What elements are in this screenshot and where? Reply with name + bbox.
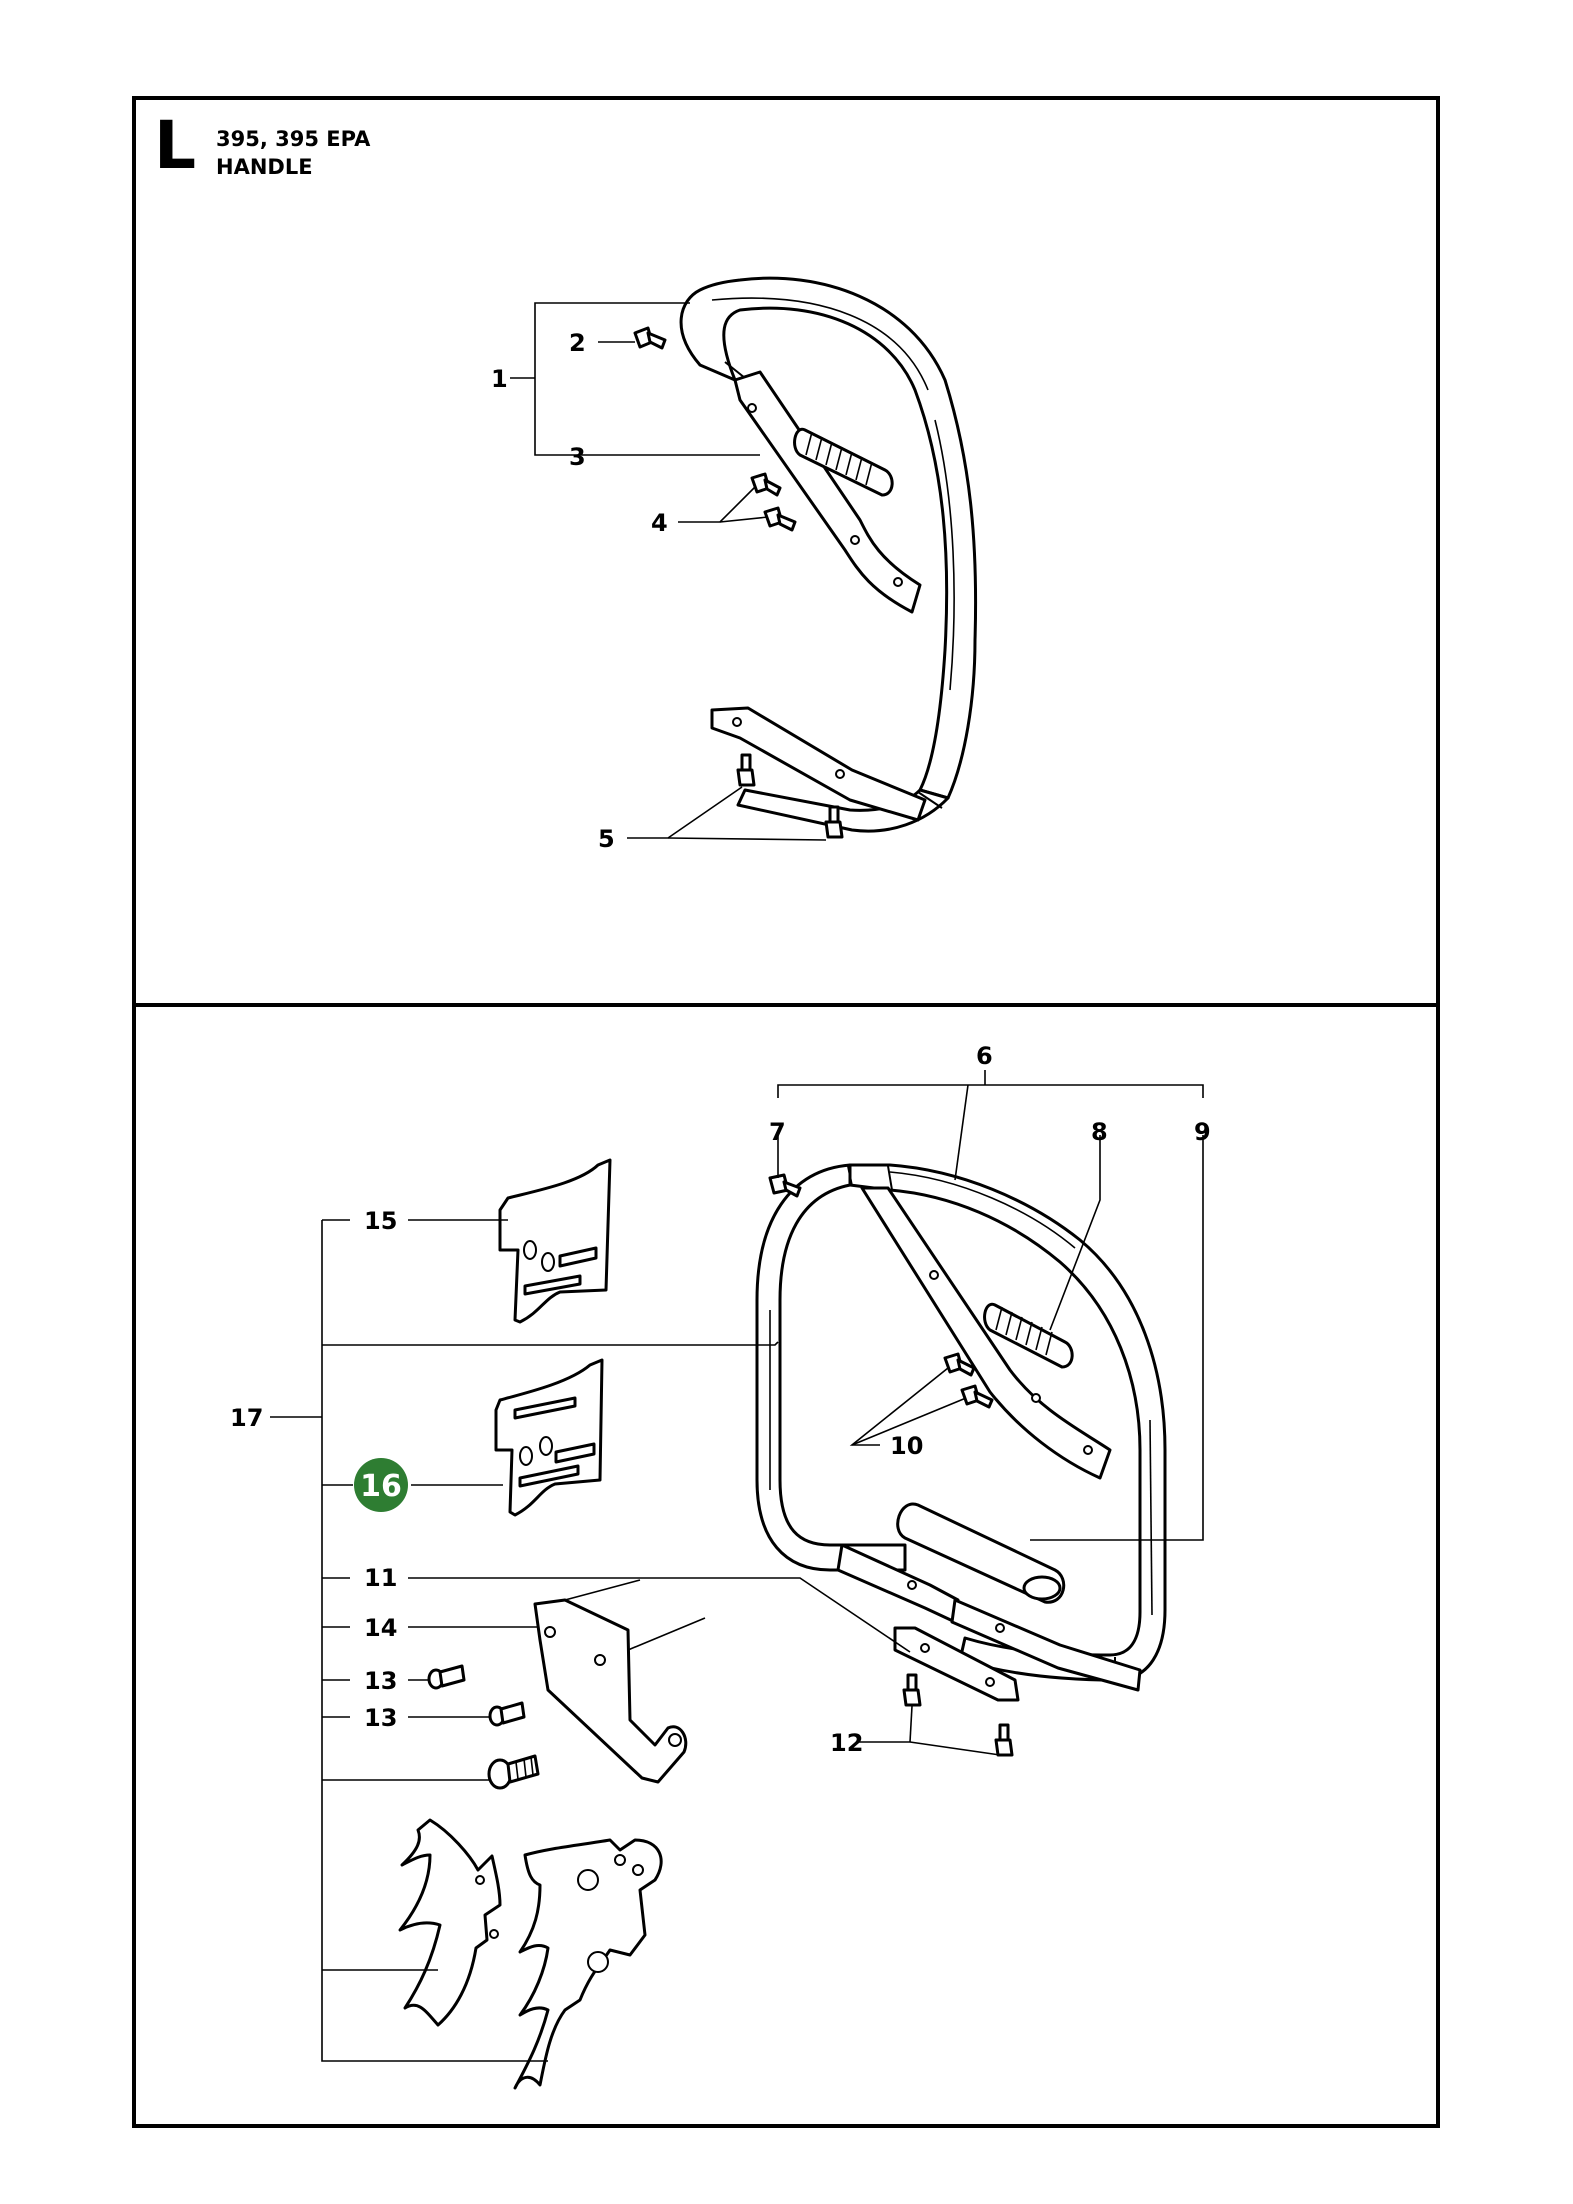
leader-11 [408,1577,911,1653]
top-handle-bar [679,276,978,833]
page-title: HANDLE [216,155,313,179]
top-screw-5a [736,753,756,787]
screw-10a [943,1352,976,1377]
leader-handle [322,1341,779,1346]
top-screw-5b [824,805,844,839]
model-label: 395, 395 EPA [216,127,371,151]
screw-13b [488,1701,526,1727]
callout-13b: 13 [364,1704,397,1732]
callout-12: 12 [830,1729,863,1757]
callout-14: 14 [364,1614,397,1642]
leader-9 [1030,1135,1204,1541]
bumper-spike-left [398,1818,502,2027]
callout-7: 7 [769,1118,786,1146]
chain-guard-plate-15 [498,1158,612,1324]
bottom-spring [983,1302,1074,1369]
callout-6: 6 [976,1042,993,1070]
screw-12b [994,1723,1014,1757]
section-letter: L [154,107,196,184]
chain-guard-plate-16 [494,1358,604,1517]
bracket-14 [533,1579,706,1784]
bottom-grip-rubber [896,1502,1066,1604]
highlight-callout-16[interactable]: 16 [354,1458,408,1512]
callout-16[interactable]: 16 [360,1469,402,1504]
callout-2: 2 [569,329,586,357]
screw-10b [960,1384,994,1409]
leader-8 [1049,1135,1101,1331]
callout-3: 3 [569,443,586,471]
callout-13a: 13 [364,1667,397,1695]
callout-1: 1 [491,365,508,393]
leader-6-bracket [777,1084,1204,1098]
bumper-spike-right [513,1838,663,2090]
callout-4: 4 [651,509,668,537]
top-bracket-upper [733,370,922,614]
callout-10: 10 [890,1432,923,1460]
top-spring [793,427,894,497]
leader-5 [627,786,743,839]
screw-12a [902,1673,922,1707]
callout-17: 17 [230,1404,263,1432]
callout-5: 5 [598,825,615,853]
top-screw-4b [763,506,797,532]
callout-9: 9 [1194,1118,1211,1146]
callout-8: 8 [1091,1118,1108,1146]
screw-bottom-large [487,1754,540,1790]
bottom-clamp [893,1626,1020,1702]
bottom-bracket-lower [836,1543,1142,1692]
top-bracket-lower [710,706,927,822]
page-frame [132,96,1440,2128]
callout-15: 15 [364,1207,397,1235]
leader-4 [678,486,756,523]
top-screw-4a [750,472,782,497]
highlight-circle [354,1458,408,1512]
leader-1 [534,302,760,456]
top-screw-2 [633,326,667,350]
bottom-bracket-upper [860,1186,1112,1480]
screw-7 [768,1173,802,1198]
screw-13a [427,1664,466,1690]
callout-11: 11 [364,1564,397,1592]
